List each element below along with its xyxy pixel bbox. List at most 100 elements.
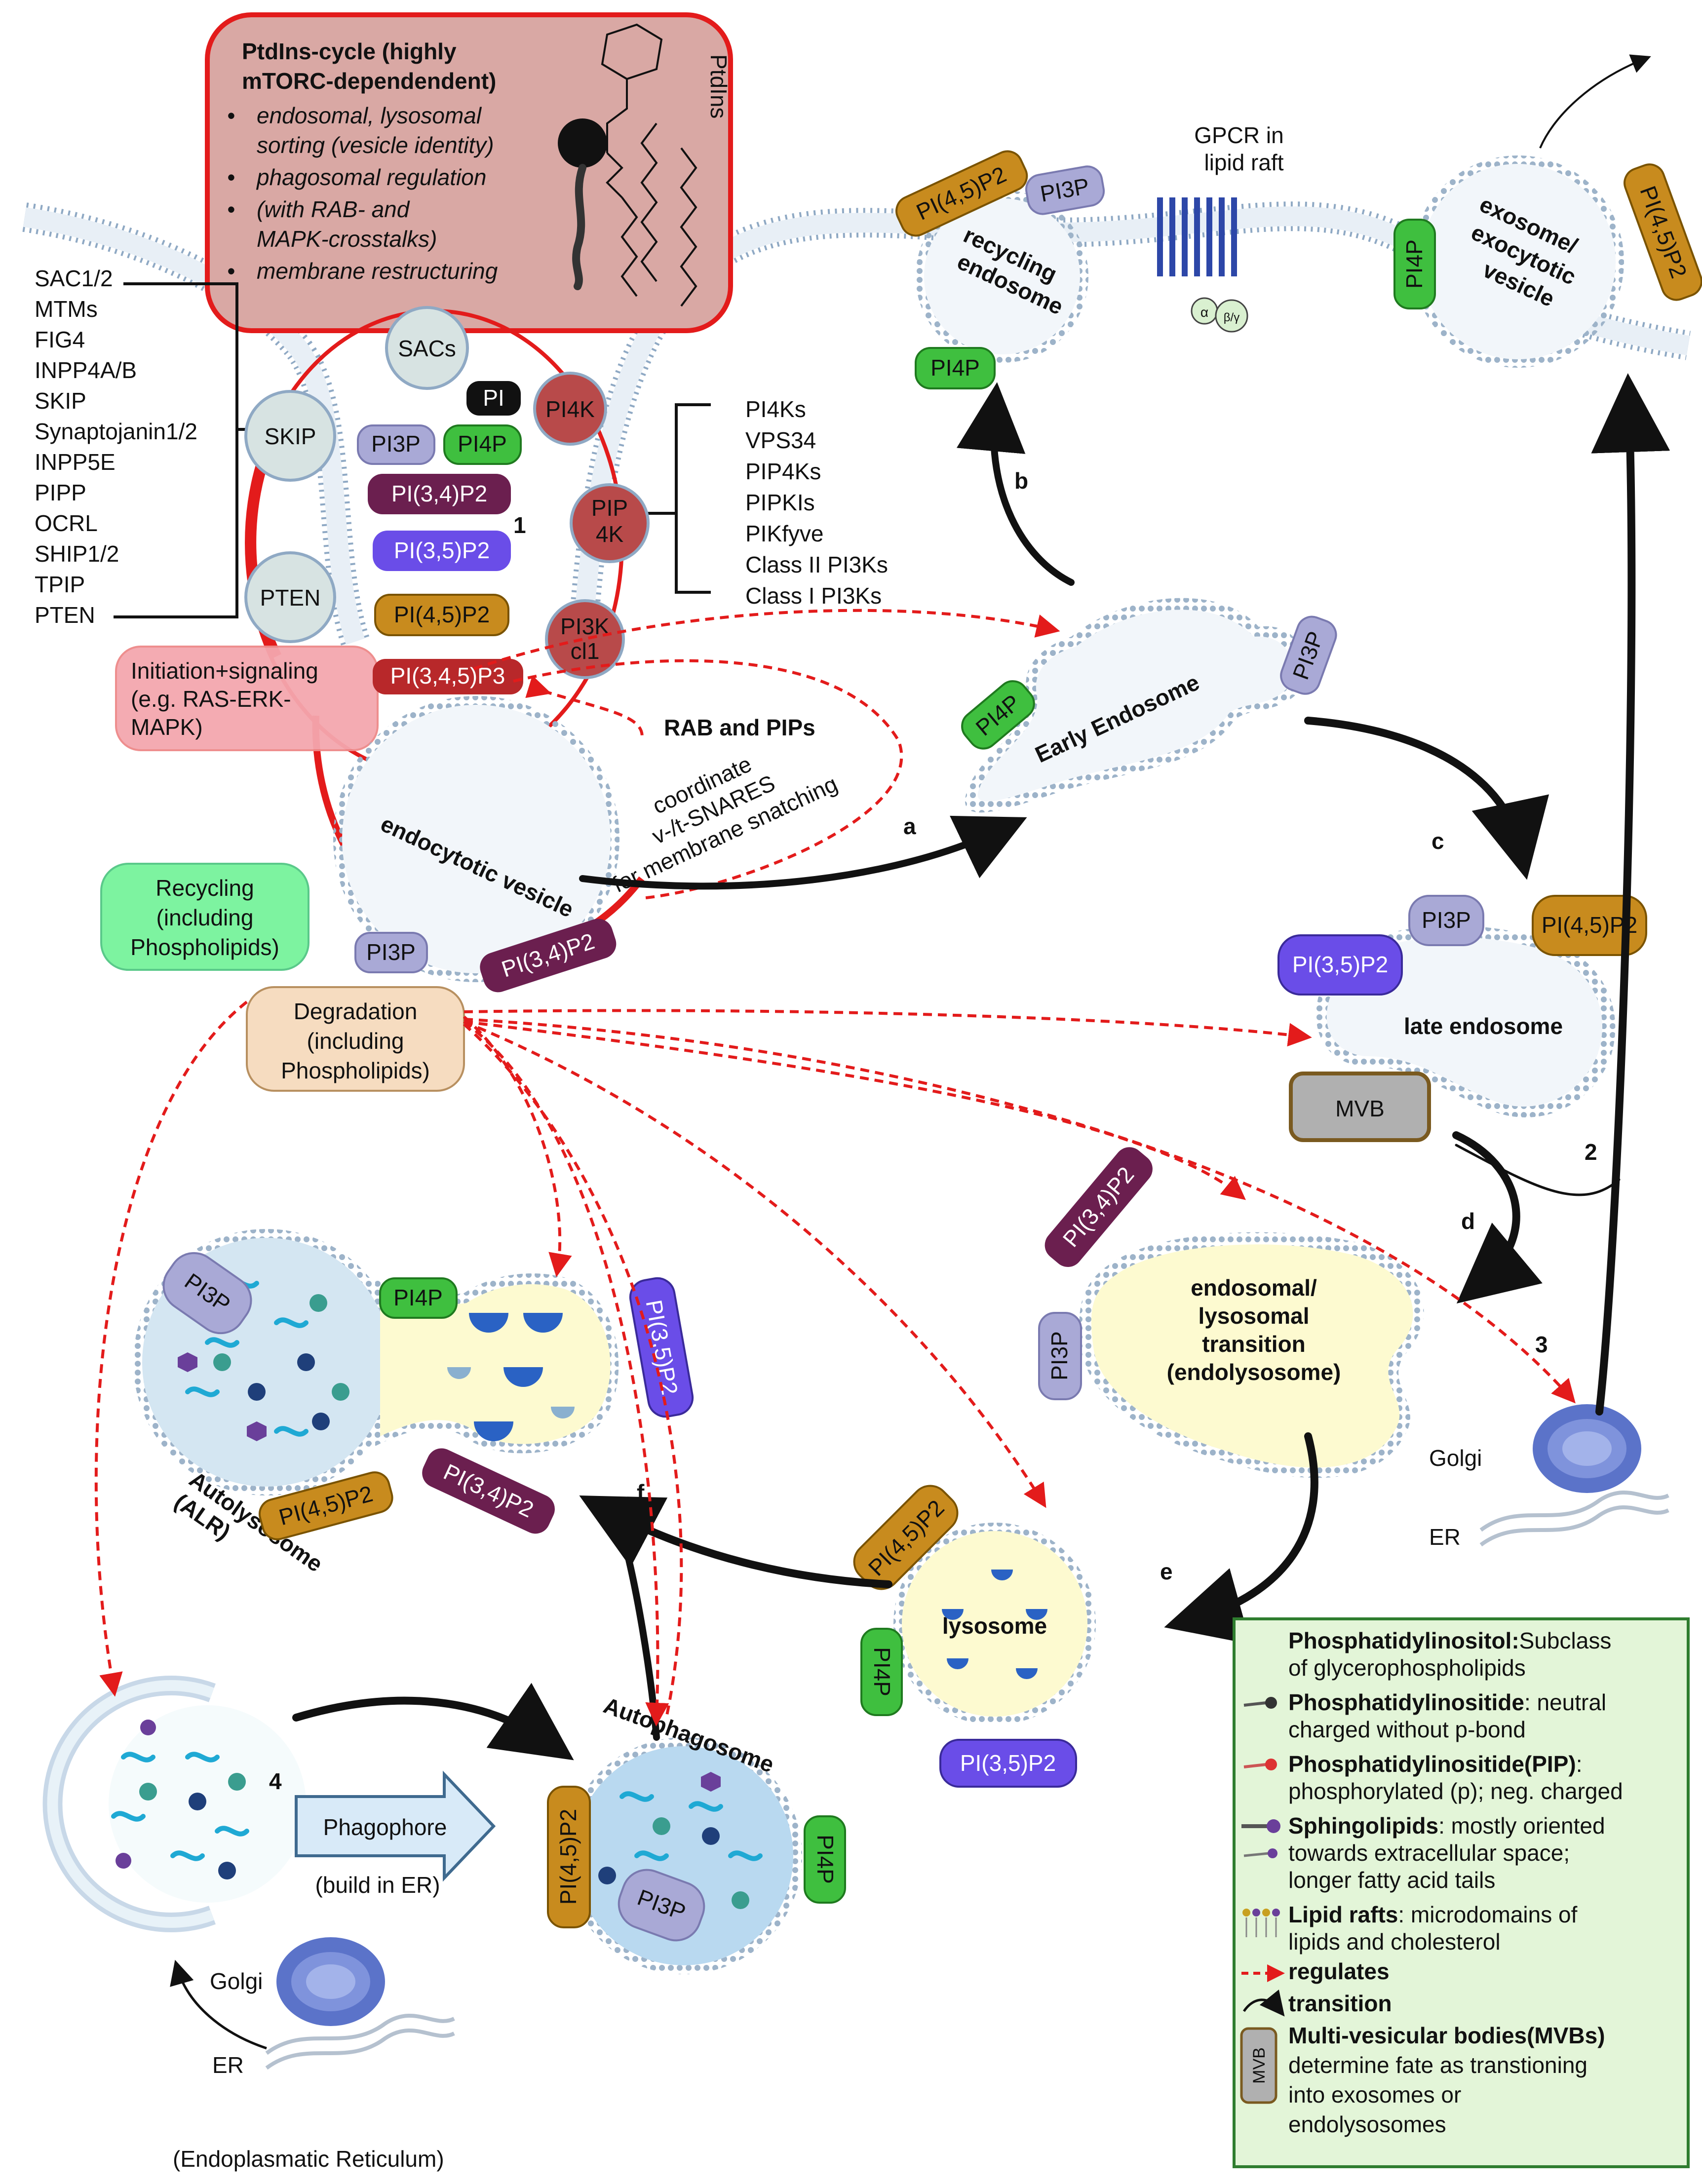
svg-text:MTMs: MTMs	[35, 296, 98, 322]
ptdins-bullet-2: phagosomal regulation	[256, 164, 486, 190]
svg-text:PI4K: PI4K	[545, 396, 595, 422]
svg-text:PI(4,5)P2: PI(4,5)P2	[555, 1809, 581, 1905]
svg-text:PI3P: PI3P	[366, 939, 416, 965]
skip-enzyme[interactable]: SKIP	[244, 390, 336, 482]
svg-text:Sphingolipids: mostly oriented: Sphingolipids: mostly oriented	[1288, 1813, 1605, 1839]
svg-text:FIG4: FIG4	[35, 327, 85, 352]
svg-text:Class II PI3Ks: Class II PI3Ks	[745, 552, 888, 577]
late-pi3p-pill: PI3P	[1408, 895, 1484, 946]
autophagosome-pi45p2-pill: PI(4,5)P2	[547, 1786, 591, 1928]
svg-text:SACs: SACs	[398, 336, 456, 361]
svg-text:PI(3,5)P2: PI(3,5)P2	[1292, 952, 1388, 977]
svg-text:PI4P: PI4P	[393, 1285, 443, 1310]
ptdins-title-2: mTORC-dependendent)	[242, 68, 496, 94]
autophagosome-pi3p-pill: PI3P	[618, 1869, 705, 1942]
svg-text:INPP4A/B: INPP4A/B	[35, 357, 137, 383]
svg-text:PI(4,5)P2: PI(4,5)P2	[394, 602, 490, 627]
svg-text:PI3P: PI3P	[1422, 907, 1471, 933]
svg-text:PI(3,5)P2: PI(3,5)P2	[394, 537, 490, 563]
svg-text:PI3K: PI3K	[560, 613, 610, 639]
svg-text:INPP5E: INPP5E	[35, 449, 116, 475]
late-pi45p2-pill: PI(4,5)P2	[1532, 895, 1647, 956]
phagophore-structure	[42, 1676, 306, 1932]
svg-text:SHIP1/2: SHIP1/2	[35, 541, 119, 567]
svg-text:phosphorylated (p); neg. charg: phosphorylated (p); neg. charged	[1288, 1778, 1623, 1804]
exosome-pi4p-pill: PI4P	[1393, 219, 1436, 309]
alr-pi4p-pill: PI4P	[379, 1277, 458, 1319]
snare-label: coordinate v-/t-SNARES for membrane snat…	[609, 751, 842, 897]
sacs-enzyme[interactable]: SACs	[385, 306, 469, 390]
svg-text:OCRL: OCRL	[35, 510, 98, 536]
golgi-icon-left	[276, 1937, 385, 2026]
alr-pi3p-pill: PI3P	[162, 1252, 252, 1335]
endolys-pi3p-pill: PI3P	[1038, 1312, 1082, 1400]
svg-text:PI4P: PI4P	[812, 1835, 838, 1884]
svg-text:PI(4,5)P2: PI(4,5)P2	[1542, 912, 1637, 938]
pi45p2-pill: PI(4,5)P2	[374, 594, 509, 636]
ptdins-molecule-icon	[601, 23, 697, 307]
recycling-box: Recycling (including Phospholipids)	[100, 863, 309, 971]
pi4p-pill: PI4P	[443, 424, 522, 465]
svg-text:PI(3,4,5)P3: PI(3,4,5)P3	[390, 663, 505, 689]
step-letter-a: a	[903, 813, 916, 839]
svg-text:MVB: MVB	[1250, 2047, 1269, 2084]
svg-text:longer fatty acid tails: longer fatty acid tails	[1288, 1867, 1495, 1893]
svg-text:PI: PI	[483, 385, 504, 411]
svg-text:PIKfyve: PIKfyve	[745, 521, 824, 546]
pten-enzyme[interactable]: PTEN	[244, 551, 336, 643]
step-2-number: 2	[1585, 1139, 1597, 1165]
ptdins-title-1: PtdIns-cycle (highly	[242, 38, 457, 64]
pip4k-enzyme[interactable]: PIP 4K	[570, 483, 650, 563]
transition-icon	[1242, 1989, 1285, 2017]
degradation-box: Degradation (including Phospholipids)	[246, 986, 465, 1092]
svg-text:Lipid rafts: microdomains of: Lipid rafts: microdomains of	[1288, 1902, 1578, 1927]
kinase-list: PI4Ks VPS34 PIP4Ks PIPKIs PIKfyve Class …	[642, 396, 888, 609]
recycling-pi3p-pill: PI3P	[1025, 165, 1105, 215]
svg-text:PI4P: PI4P	[930, 355, 980, 381]
pi3k-enzyme[interactable]: PI3K cl1	[545, 599, 625, 679]
svg-text:PI3P: PI3P	[1046, 1331, 1072, 1380]
svg-text:Phosphatidylinositol:Subclass: Phosphatidylinositol:Subclass	[1288, 1628, 1611, 1653]
pi4k-enzyme[interactable]: PI4K	[533, 372, 607, 446]
lipid-head-icon	[558, 118, 607, 168]
phagophore-sublabel: (build in ER)	[315, 1872, 440, 1898]
early-pi3p-pill: PI3P	[1280, 615, 1337, 695]
step-1-number: 1	[513, 512, 526, 538]
svg-text:lipids and cholesterol: lipids and cholesterol	[1288, 1929, 1501, 1954]
svg-text:Phosphatidylinositide: neutral: Phosphatidylinositide: neutral	[1288, 1689, 1606, 1715]
svg-text:•: •	[227, 258, 235, 284]
svg-text:Phosphatidylinositide(PIP):: Phosphatidylinositide(PIP):	[1288, 1751, 1583, 1777]
golgi-label-right: Golgi	[1429, 1445, 1482, 1471]
svg-text:PIPKIs: PIPKIs	[745, 490, 815, 515]
svg-text:transition: transition	[1202, 1331, 1306, 1357]
step-4-number: 4	[269, 1768, 282, 1794]
gpcr-icon: GPCR in lipid raft α β/γ	[1157, 122, 1284, 333]
svg-text:lipid raft: lipid raft	[1204, 150, 1283, 175]
svg-text:PIP: PIP	[591, 495, 628, 521]
ptdins-bullet-3: (with RAB- and	[257, 196, 410, 222]
golgi-label-left: Golgi	[210, 1968, 263, 1994]
svg-text:Initiation+signaling: Initiation+signaling	[131, 658, 318, 684]
svg-text:(endolysosome): (endolysosome)	[1167, 1359, 1341, 1385]
exosome-vesicle: exosome/ exocytotic vesicle	[1412, 155, 1624, 368]
ptdins-bullet-3b: MAPK-crosstalks)	[257, 226, 437, 252]
pi3p-pill: PI3P	[357, 424, 435, 465]
svg-text:SKIP: SKIP	[265, 423, 316, 449]
svg-text:PI4P: PI4P	[1401, 239, 1427, 289]
pi-pill: PI	[466, 381, 521, 416]
svg-text:PI4Ks: PI4Ks	[745, 396, 806, 422]
recycling-pi4p-pill: PI4P	[915, 347, 996, 389]
svg-text:PTEN: PTEN	[260, 585, 321, 611]
svg-text:SAC1/2: SAC1/2	[35, 266, 113, 291]
ptdins-cycle-box: PtdIns-cycle (highly mTORC-dependendent)…	[205, 12, 733, 333]
ptdins-molecule-label: PtdIns	[706, 54, 732, 118]
phosphatase-list: SAC1/2 MTMs FIG4 INPP4A/B SKIP Synaptoja…	[35, 266, 257, 628]
er-label-right: ER	[1429, 1524, 1461, 1550]
vesicle-pi3p-pill: PI3P	[354, 932, 428, 973]
svg-text:Multi-vesicular bodies(MVBs): Multi-vesicular bodies(MVBs)	[1288, 2023, 1605, 2048]
svg-text:transition: transition	[1288, 1991, 1392, 2016]
svg-text:PIP4Ks: PIP4Ks	[745, 459, 821, 484]
svg-text:(including: (including	[156, 905, 254, 930]
sphingolipid-icon	[1241, 1819, 1280, 1858]
svg-text:Degradation: Degradation	[294, 998, 418, 1024]
